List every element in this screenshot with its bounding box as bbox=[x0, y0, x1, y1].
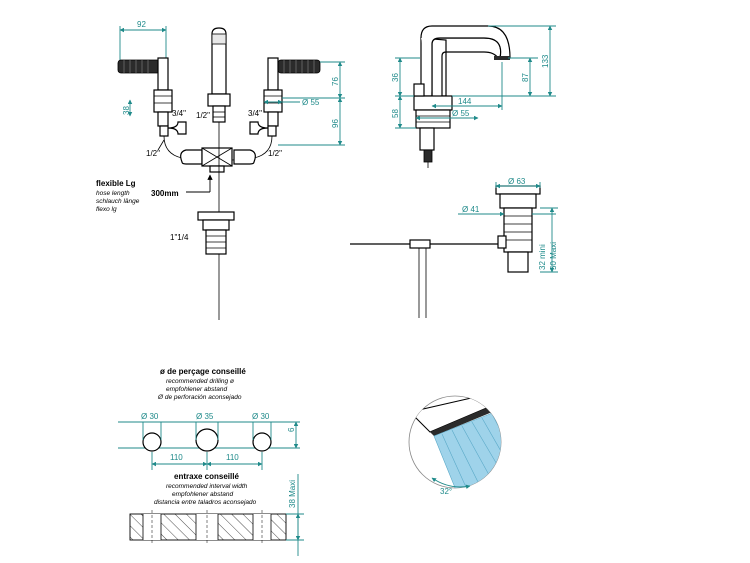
waste-thread: 1"1/4 bbox=[170, 233, 189, 242]
waste-valve-side bbox=[495, 185, 541, 273]
mixing-body bbox=[163, 122, 273, 320]
interval-en: recommended interval width bbox=[166, 483, 248, 490]
left-handle bbox=[117, 57, 187, 137]
dim-phi63: Ø 63 bbox=[495, 177, 541, 189]
thread-1-2-left: 1/2" bbox=[146, 149, 160, 158]
dim-76: 76 bbox=[282, 61, 345, 99]
hose-annotation: flexible Lg hose length schlauch länge f… bbox=[96, 174, 213, 213]
dim-96: 96 bbox=[278, 97, 345, 146]
hose-de: schlauch länge bbox=[96, 198, 140, 205]
drill-spacing-right: 110 bbox=[226, 453, 239, 462]
drilling-title: ø de perçage conseillé bbox=[160, 367, 246, 376]
dim-max-label: 50 Maxi bbox=[549, 242, 558, 270]
hose-es: flexo lg bbox=[96, 206, 117, 213]
drilling-de: empfohlener abstand bbox=[166, 386, 227, 393]
right-handle bbox=[249, 57, 321, 137]
drill-d6: 6 bbox=[287, 427, 296, 432]
dim-58: 58 bbox=[391, 95, 416, 129]
dim-min-label: 32 mini bbox=[538, 244, 547, 270]
dim-144: 144 bbox=[431, 62, 503, 110]
dim-phi55-side-label: Ø 55 bbox=[452, 109, 470, 118]
spray-angle: 32° bbox=[440, 487, 452, 496]
dim-87-label: 87 bbox=[521, 73, 530, 82]
drill-phi-right: Ø 30 bbox=[252, 412, 270, 421]
dim-133: 133 bbox=[452, 25, 556, 97]
dim-96-label: 96 bbox=[331, 119, 340, 128]
dim-phi63-label: Ø 63 bbox=[508, 177, 526, 186]
interval-title: entraxe conseillé bbox=[174, 472, 239, 481]
interval-de: empfohlener abstand bbox=[172, 491, 233, 498]
dim-92: 92 bbox=[119, 20, 167, 62]
dim-87: 87 bbox=[452, 57, 538, 97]
thread-1-2-right: 1/2" bbox=[268, 149, 282, 158]
hose-en: hose length bbox=[96, 190, 130, 197]
dim-38-left: 38 bbox=[122, 99, 133, 117]
dim-92-label: 92 bbox=[137, 20, 146, 29]
waste-valve-front bbox=[197, 211, 235, 255]
dim-phi55-front: Ø 55 bbox=[263, 98, 320, 107]
dim-phi55-side: Ø 55 bbox=[415, 109, 479, 121]
front-view: 92 38 3/4" 1/2" bbox=[96, 20, 345, 320]
drill-hole-mid bbox=[195, 428, 219, 452]
hose-length: 300mm bbox=[151, 189, 179, 198]
drilling-es: Ø de perforación aconsejado bbox=[157, 394, 242, 401]
interval-es: distancia entre taladros aconsejado bbox=[154, 499, 257, 506]
dim-phi41-label: Ø 41 bbox=[462, 205, 480, 214]
dim-36-label: 36 bbox=[391, 73, 400, 82]
drill-spacing-left: 110 bbox=[170, 453, 183, 462]
side-view: 36 58 87 133 144 Ø 55 bbox=[350, 25, 558, 318]
drill-phi-left: Ø 30 bbox=[141, 412, 159, 421]
drill-38-maxi: 38 Maxi bbox=[288, 480, 297, 508]
center-spout bbox=[207, 27, 231, 123]
dim-depth: 32 mini 50 Maxi bbox=[538, 207, 558, 273]
drill-hole-left bbox=[142, 432, 162, 452]
drilling-plan: ø de perçage conseillé recommended drill… bbox=[118, 367, 304, 556]
dim-76-label: 76 bbox=[331, 77, 340, 86]
dim-38-label: 38 bbox=[122, 106, 131, 115]
dim-phi55-front-label: Ø 55 bbox=[302, 98, 320, 107]
spray-detail: 32° bbox=[408, 395, 502, 496]
drill-phi-mid: Ø 35 bbox=[196, 412, 214, 421]
thread-1-2-center: 1/2" bbox=[196, 111, 210, 120]
dim-133-label: 133 bbox=[541, 54, 550, 68]
hose-title: flexible Lg bbox=[96, 179, 136, 188]
drill-hole-right bbox=[252, 432, 272, 452]
dim-144-label: 144 bbox=[458, 97, 472, 106]
dim-36: 36 bbox=[391, 57, 420, 97]
thread-3-4-left: 3/4" bbox=[172, 109, 186, 118]
counter-section bbox=[129, 510, 287, 544]
thread-3-4-right: 3/4" bbox=[248, 109, 262, 118]
drilling-en: recommended drilling ø bbox=[166, 378, 234, 385]
dim-58-label: 58 bbox=[391, 109, 400, 118]
